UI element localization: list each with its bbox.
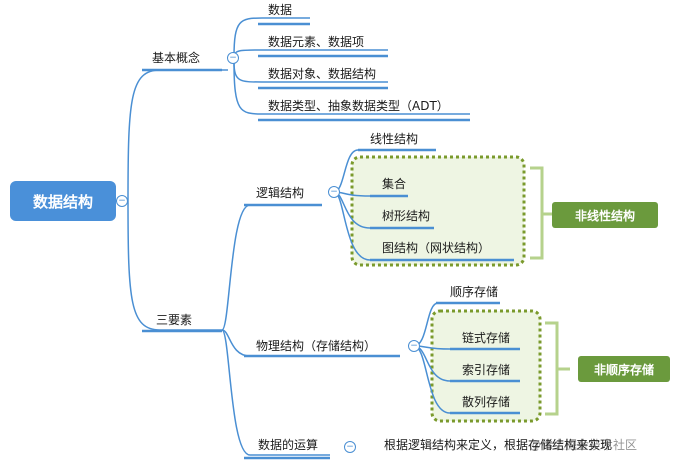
logical-structure-collapse-icon[interactable]: − <box>328 186 340 198</box>
basic-concepts-node[interactable]: 基本概念 <box>152 51 201 65</box>
nonsequential-item[interactable]: 散列存储 <box>462 395 511 409</box>
watermark: @稀土掘金技术社区 <box>529 438 638 452</box>
nonlinear-group-box <box>350 155 526 267</box>
logical-structure-node[interactable]: 逻辑结构 <box>256 186 305 200</box>
nonsequential-storage-badge: 非顺序存储 <box>578 356 670 382</box>
concept-item[interactable]: 数据 <box>268 3 293 17</box>
root-node[interactable]: 数据结构 <box>10 181 116 221</box>
nonsequential-item[interactable]: 索引存储 <box>462 363 511 377</box>
nonlinear-structure-badge: 非线性结构 <box>552 202 658 228</box>
nonsequential-item[interactable]: 链式存储 <box>462 331 511 345</box>
linear-structure-node[interactable]: 线性结构 <box>370 132 419 146</box>
data-operations-detail[interactable]: 根据逻辑结构来定义，根据存储结构来实现 <box>384 438 613 452</box>
physical-structure-node[interactable]: 物理结构（存储结构） <box>256 339 377 353</box>
nonlinear-item[interactable]: 树形结构 <box>382 209 431 223</box>
nonlinear-item[interactable]: 图结构（网状结构） <box>382 241 491 255</box>
concept-item[interactable]: 数据对象、数据结构 <box>268 67 377 81</box>
concept-item[interactable]: 数据元素、数据项 <box>268 35 365 49</box>
three-elements-node[interactable]: 三要素 <box>156 313 193 327</box>
data-operations-node[interactable]: 数据的运算 <box>258 438 319 452</box>
data-operations-collapse-icon[interactable]: − <box>344 441 356 453</box>
concept-item[interactable]: 数据类型、抽象数据类型（ADT） <box>268 99 449 113</box>
nonlinear-item[interactable]: 集合 <box>382 177 407 191</box>
basic-concepts-collapse-icon[interactable]: − <box>227 52 239 64</box>
nonlinear-bracket <box>530 166 552 260</box>
root-collapse-icon[interactable]: − <box>116 195 128 207</box>
sequential-storage-node[interactable]: 顺序存储 <box>450 285 499 299</box>
nonsequential-group-box <box>430 309 542 423</box>
nonsequential-bracket <box>545 321 570 416</box>
physical-structure-collapse-icon[interactable]: − <box>408 340 420 352</box>
